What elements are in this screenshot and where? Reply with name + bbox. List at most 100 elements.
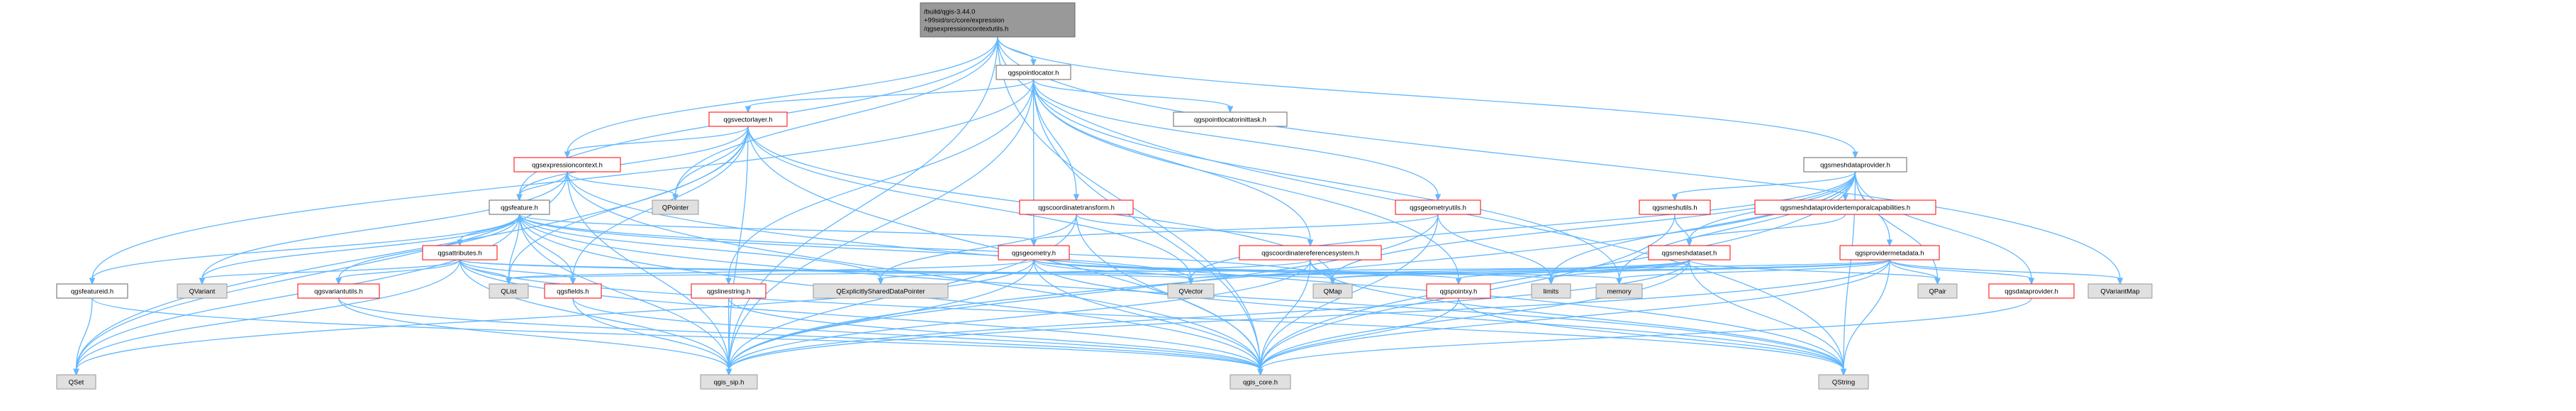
edge-arrowhead [1842, 194, 1849, 202]
node-qlist: QList [489, 283, 529, 299]
include-edge [91, 79, 1035, 280]
node-qvariantmap: QVariantMap [2087, 283, 2153, 299]
node-label: qgsfeature.h [501, 204, 538, 212]
include-edge [728, 214, 1439, 371]
include-edge [518, 214, 881, 280]
node-qgsvectorlayer[interactable]: qgsvectorlayer.h [708, 111, 788, 127]
node-qgsmeshutils[interactable]: qgsmeshutils.h [1639, 199, 1711, 215]
include-edge [1033, 214, 1439, 241]
node-label: qgspointlocatorinittask.h [1194, 116, 1266, 124]
node-box [1395, 199, 1481, 215]
node-label: qgspointxy.h [1440, 288, 1478, 296]
include-edge [338, 297, 1261, 371]
node-qgsprovidermetadata[interactable]: qgsprovidermetadata.h [1839, 245, 1940, 261]
include-edge [1674, 214, 1690, 241]
node-label: qgsgeometryutils.h [1410, 204, 1466, 212]
node-label: qgsmeshdataprovider.h [1820, 162, 1890, 170]
include-edge [1674, 171, 1856, 196]
node-qgspointlocatorinittask[interactable]: qgspointlocatorinittask.h [1173, 111, 1288, 127]
node-qgscoordinatereferencesystem[interactable]: qgscoordinatereferencesystem.h [1239, 245, 1382, 261]
include-edge [1259, 259, 1311, 371]
include-edge [459, 259, 1192, 280]
include-edge [459, 259, 730, 371]
node-label: qgsvariantutils.h [314, 288, 363, 296]
node-qgsmeshdataprovider[interactable]: qgsmeshdataprovider.h [1803, 157, 1907, 172]
node-qgsgeometryutils[interactable]: qgsgeometryutils.h [1395, 199, 1481, 215]
include-edge [459, 259, 1844, 371]
node-qgis-sip: qgis_sip.h [700, 374, 758, 390]
node-box [56, 283, 128, 299]
include-edge [728, 259, 1311, 371]
include-edge [91, 297, 1261, 371]
edge-arrowhead [73, 368, 79, 376]
include-edge [567, 36, 998, 153]
edge-arrowhead [506, 278, 512, 285]
include-edge [572, 297, 730, 371]
include-edge [518, 214, 730, 371]
node-label: qgscoordinatereferencesystem.h [1261, 250, 1359, 258]
node-qpair: QPair [1917, 283, 1958, 299]
node-qgspointlocator[interactable]: qgspointlocator.h [996, 65, 1071, 80]
include-edge [1032, 79, 1311, 241]
node-qgsgeometry[interactable]: qgsgeometry.h [998, 245, 1070, 261]
edge-arrowhead [672, 194, 679, 202]
include-edge [1032, 79, 1439, 196]
edge-arrowhead [1686, 239, 1693, 247]
node-box [513, 157, 621, 172]
node-qgsexpressioncontext[interactable]: qgsexpressioncontext.h [513, 157, 621, 172]
edge-arrowhead [1434, 194, 1442, 202]
include-edge [1259, 259, 1690, 371]
node-qvariant: QVariant [177, 283, 228, 299]
edge-arrowhead [725, 278, 732, 285]
include-edge [1076, 214, 1311, 241]
edge-arrowhead [569, 278, 576, 285]
include-edge [1618, 259, 1890, 280]
include-edge [75, 259, 1035, 371]
node-qgsdataprovider[interactable]: qgsdataprovider.h [1988, 283, 2075, 299]
include-edge [518, 126, 749, 196]
node-box [691, 283, 766, 299]
node-box [920, 2, 1076, 38]
node-box [1988, 283, 2075, 299]
node-qgsattributes[interactable]: qgsattributes.h [422, 245, 498, 261]
node-box [1595, 283, 1643, 299]
node-qgsfeature[interactable]: qgsfeature.h [489, 199, 550, 215]
node-label: QVector [1178, 288, 1203, 296]
include-edge [518, 214, 574, 280]
node-qgscoordinatetransform[interactable]: qgscoordinatetransform.h [1019, 199, 1134, 215]
node-qgsfields[interactable]: qgsfields.h [544, 283, 602, 299]
node-root: /build/qgis-3.44.0+99sid/src/core/expres… [920, 2, 1076, 38]
include-edge [728, 126, 749, 371]
edge-arrowhead [2028, 278, 2035, 285]
node-box [1426, 283, 1491, 299]
include-edge [75, 259, 461, 371]
include-edge [1458, 297, 1844, 371]
node-qgspointxy[interactable]: qgspointxy.h [1426, 283, 1491, 299]
edge-arrowhead [1030, 59, 1037, 67]
edge-arrowhead [1188, 278, 1194, 285]
node-box [1312, 283, 1353, 299]
node-qgslinestring[interactable]: qgslinestring.h [691, 283, 766, 299]
node-box [422, 245, 498, 261]
include-edge [1259, 297, 2032, 371]
node-label: QString [1832, 379, 1855, 387]
node-memory: memory [1595, 283, 1643, 299]
include-edge [1033, 259, 1261, 371]
node-qgsvariantutils[interactable]: qgsvariantutils.h [297, 283, 380, 299]
node-qgsfeatureid[interactable]: qgsfeatureid.h [56, 283, 128, 299]
node-label: QVariantMap [2100, 288, 2139, 296]
node-label: QMap [1324, 288, 1342, 296]
include-edge [338, 297, 730, 371]
node-qgsmeshdataprovidertemporalcapabilities[interactable]: qgsmeshdataprovidertemporalcapabilities.… [1754, 199, 1936, 215]
include-edge [727, 79, 1035, 280]
edge-arrowhead [1886, 239, 1893, 247]
node-label: qgis_core.h [1243, 379, 1278, 387]
node-label: qgsmeshdataprovidertemporalcapabilities.… [1780, 204, 1910, 212]
include-edge [728, 259, 1890, 371]
include-edge [518, 214, 1334, 280]
include-edge [1889, 259, 2032, 280]
node-box [652, 199, 699, 215]
include-edge [747, 79, 1035, 108]
node-qgsmeshdataset[interactable]: qgsmeshdataset.h [1648, 245, 1731, 261]
include-edge [1032, 79, 1620, 280]
